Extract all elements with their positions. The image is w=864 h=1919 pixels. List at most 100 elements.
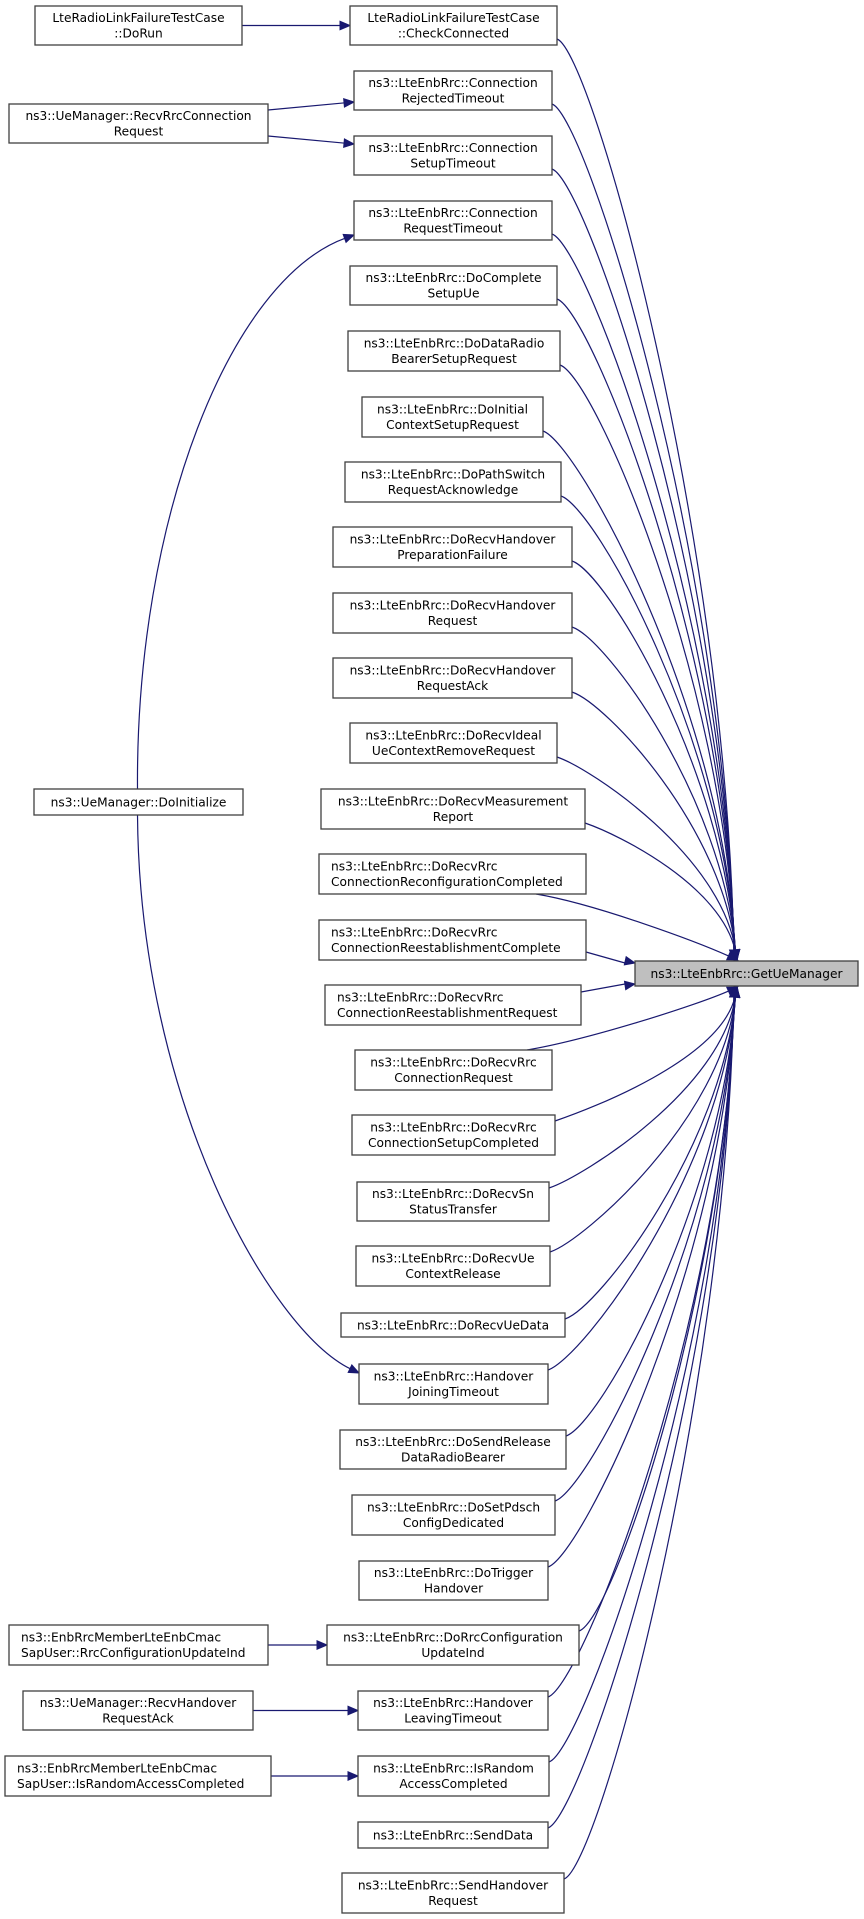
node-box — [332, 657, 573, 699]
node-box — [357, 1755, 550, 1797]
function-node-dorecvuedata[interactable]: ns3::LteEnbRrc::DoRecvUeData — [340, 1312, 566, 1338]
node-label-line: ns3::UeManager::DoInitialize — [51, 795, 227, 809]
node-label-line: ns3::LteEnbRrc::DoPathSwitch — [361, 468, 545, 482]
node-box — [349, 722, 558, 764]
node-box — [8, 1624, 269, 1666]
edge-line — [560, 495, 736, 952]
node-label-line: ::CheckConnected — [398, 27, 509, 41]
function-node-cmacisrandomaccess[interactable]: ns3::EnbRrcMemberLteEnbCmacSapUser::IsRa… — [4, 1755, 272, 1797]
node-box — [634, 960, 859, 987]
node-label-line: Report — [433, 810, 474, 824]
function-node-senddata[interactable]: ns3::LteEnbRrc::SendData — [357, 1821, 549, 1849]
node-box — [324, 984, 582, 1026]
edge-line — [549, 995, 737, 1253]
function-node-dorecvrrcsetupcompleted[interactable]: ns3::LteEnbRrc::DoRecvRrcConnectionSetup… — [351, 1114, 556, 1156]
node-label-line: SetupTimeout — [410, 157, 495, 171]
node-label-line: JoiningTimeout — [407, 1385, 499, 1399]
node-box — [358, 1560, 549, 1601]
node-label-line: Handover — [424, 1582, 484, 1596]
node-label-line: ns3::LteEnbRrc::DoRecvUe — [372, 1252, 535, 1266]
function-node-dopathswitch[interactable]: ns3::LteEnbRrc::DoPathSwitchRequestAckno… — [344, 461, 562, 503]
edge-line — [578, 995, 736, 1632]
function-node-doinitialize[interactable]: ns3::UeManager::DoInitialize — [33, 788, 244, 816]
edge-line — [547, 995, 736, 1568]
node-label-line: ns3::LteEnbRrc::Connection — [368, 141, 537, 155]
node-label-line: DataRadioBearer — [401, 1451, 506, 1465]
node-label-line: ns3::LteEnbRrc::DoRecvRrc — [370, 1056, 536, 1070]
edge-line — [571, 626, 737, 952]
edge-recvrrcconnrequest-to-connrejectedtimeout — [267, 98, 356, 111]
function-node-dorecvidealue[interactable]: ns3::LteEnbRrc::DoRecvIdealUeContextRemo… — [349, 722, 558, 764]
node-box — [347, 330, 561, 372]
function-node-connrejectedtimeout[interactable]: ns3::LteEnbRrc::ConnectionRejectedTimeou… — [353, 70, 553, 111]
function-node-dorecvhoprepfailure[interactable]: ns3::LteEnbRrc::DoRecvHandoverPreparatio… — [332, 526, 573, 568]
edge-line — [564, 995, 737, 1320]
focus-node-getuemanager[interactable]: ns3::LteEnbRrc::GetUeManager — [634, 960, 859, 987]
node-label-line: ContextSetupRequest — [386, 418, 519, 432]
node-label-line: ns3::LteEnbRrc::DoComplete — [366, 271, 542, 285]
function-node-cmacrrcconfigupdate[interactable]: ns3::EnbRrcMemberLteEnbCmacSapUser::RrcC… — [8, 1624, 269, 1666]
arrowhead-icon — [342, 233, 356, 244]
function-node-dorecvrrcreestcomplete[interactable]: ns3::LteEnbRrc::DoRecvRrcConnectionReest… — [318, 919, 587, 961]
node-label-line: ConnectionRequest — [394, 1071, 513, 1085]
node-label-line: ns3::LteEnbRrc::Handover — [373, 1696, 534, 1710]
node-label-line: ConfigDedicated — [403, 1516, 504, 1530]
node-label-line: ns3::LteEnbRrc::DoRrcConfiguration — [343, 1631, 563, 1645]
function-node-checkconnected[interactable]: LteRadioLinkFailureTestCase::CheckConnec… — [349, 5, 558, 46]
node-label-line: ns3::LteEnbRrc::DoRecvRrc — [331, 860, 497, 874]
node-label-line: ns3::UeManager::RecvHandover — [40, 1696, 237, 1710]
edge-dorun-to-checkconnected — [242, 20, 352, 31]
function-node-dorecvrrcreestrequest[interactable]: ns3::LteEnbRrc::DoRecvRrcConnectionReest… — [324, 984, 582, 1026]
node-box — [357, 1821, 549, 1849]
edge-dosetpdsch-to-getuemanager — [554, 985, 741, 1502]
node-box — [34, 5, 243, 46]
node-label-line: Request — [428, 614, 478, 628]
function-node-dosetpdsch[interactable]: ns3::LteEnbRrc::DoSetPdschConfigDedicate… — [351, 1494, 556, 1536]
node-box — [353, 70, 553, 111]
node-box — [351, 1494, 556, 1536]
function-node-dorecvrrcconnrequest[interactable]: ns3::LteEnbRrc::DoRecvRrcConnectionReque… — [354, 1049, 553, 1091]
edge-line — [551, 103, 735, 952]
function-node-dodataradiobearer[interactable]: ns3::LteEnbRrc::DoDataRadioBearerSetupRe… — [347, 330, 561, 372]
node-box — [353, 200, 553, 241]
function-node-doinitialcontext[interactable]: ns3::LteEnbRrc::DoInitialContextSetupReq… — [361, 396, 544, 438]
arrowhead-icon — [623, 955, 637, 966]
edge-dorecvrrcreestrequest-to-getuemanager — [580, 980, 637, 993]
edge-line — [551, 233, 735, 952]
node-label-line: ns3::LteEnbRrc::Connection — [368, 76, 537, 90]
node-label-line: ns3::LteEnbRrc::DoDataRadio — [364, 337, 545, 351]
function-node-dorecvrrcreconfcompleted[interactable]: ns3::LteEnbRrc::DoRecvRrcConnectionRecon… — [318, 853, 587, 895]
function-node-israndomaccess[interactable]: ns3::LteEnbRrc::IsRandomAccessCompleted — [357, 1755, 550, 1797]
node-label-line: UpdateInd — [421, 1646, 484, 1660]
node-label-line: ConnectionReconfigurationCompleted — [331, 875, 563, 889]
node-label-line: RequestTimeout — [403, 222, 503, 236]
node-label-line: ns3::LteEnbRrc::DoSetPdsch — [367, 1501, 540, 1515]
edge-sendhorequest-to-getuemanager — [563, 985, 739, 1880]
function-node-dorun[interactable]: LteRadioLinkFailureTestCase::DoRun — [34, 5, 243, 46]
edge-dorecvrrcreconfcompleted-to-getuemanager — [535, 893, 739, 961]
node-label-line: ns3::LteEnbRrc::GetUeManager — [651, 967, 844, 981]
node-label-line: ns3::LteEnbRrc::DoRecvUeData — [357, 1318, 549, 1332]
function-node-dorrcconfigupdate[interactable]: ns3::LteEnbRrc::DoRrcConfigurationUpdate… — [326, 1624, 580, 1666]
node-box — [318, 853, 587, 895]
node-label-line: LteRadioLinkFailureTestCase — [367, 11, 539, 25]
function-node-dosendreleasedrb[interactable]: ns3::LteEnbRrc::DoSendReleaseDataRadioBe… — [339, 1429, 567, 1470]
node-label-line: PreparationFailure — [397, 548, 508, 562]
edge-line — [547, 995, 735, 1829]
node-label-line: ns3::LteEnbRrc::Connection — [368, 206, 537, 220]
